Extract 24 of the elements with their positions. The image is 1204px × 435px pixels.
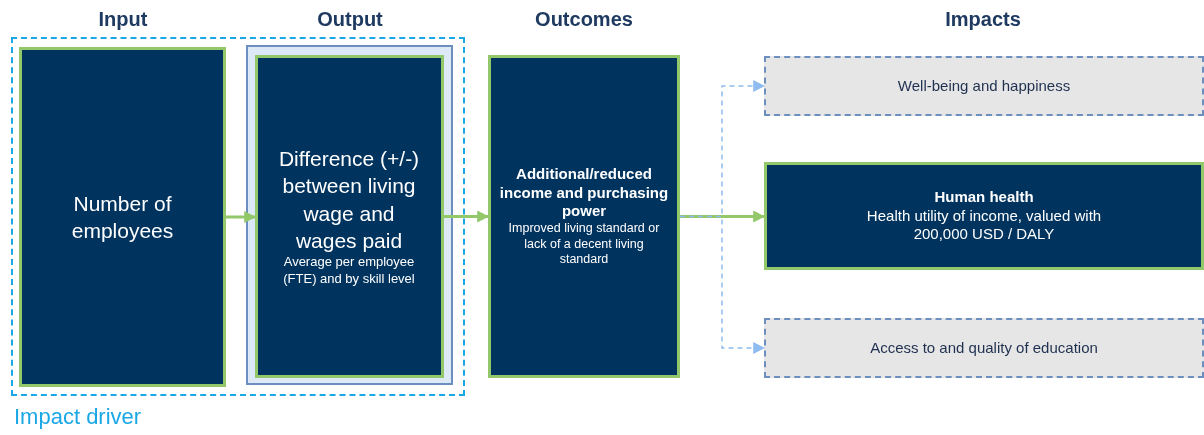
column-header: Input — [98, 8, 148, 31]
box-title: Access to and quality of education — [869, 338, 1099, 358]
process-box — [488, 55, 680, 378]
box-title: Number of employees — [70, 190, 175, 244]
box-title: Well-being and happiness — [896, 76, 1072, 96]
arrow — [444, 210, 490, 223]
dashed-arrow — [679, 215, 766, 354]
box-description: Average per employee (FTE) and by skill level — [282, 254, 416, 287]
box-title: Human health — [933, 187, 1035, 207]
impact-box — [764, 318, 1204, 378]
arrow — [680, 210, 766, 223]
impact-box — [764, 56, 1204, 116]
group-label: Impact driver — [14, 404, 142, 430]
arrow — [226, 211, 257, 223]
dashed-group-box — [11, 37, 465, 396]
box-title: Difference (+/-) between living wage and wages paid — [277, 146, 421, 255]
box-description: Health utility of income, valued with 200,000 USD / DALY — [865, 206, 1103, 245]
box-description: Improved living standard or lack of a decent living standard — [507, 221, 661, 269]
column-header: Outcomes — [535, 8, 633, 31]
process-box — [764, 162, 1204, 270]
box-title: Additional/reduced income and purchasing power — [498, 164, 670, 222]
process-box — [19, 47, 226, 387]
column-header: Output — [317, 8, 383, 31]
column-header: Impacts — [945, 8, 1021, 31]
